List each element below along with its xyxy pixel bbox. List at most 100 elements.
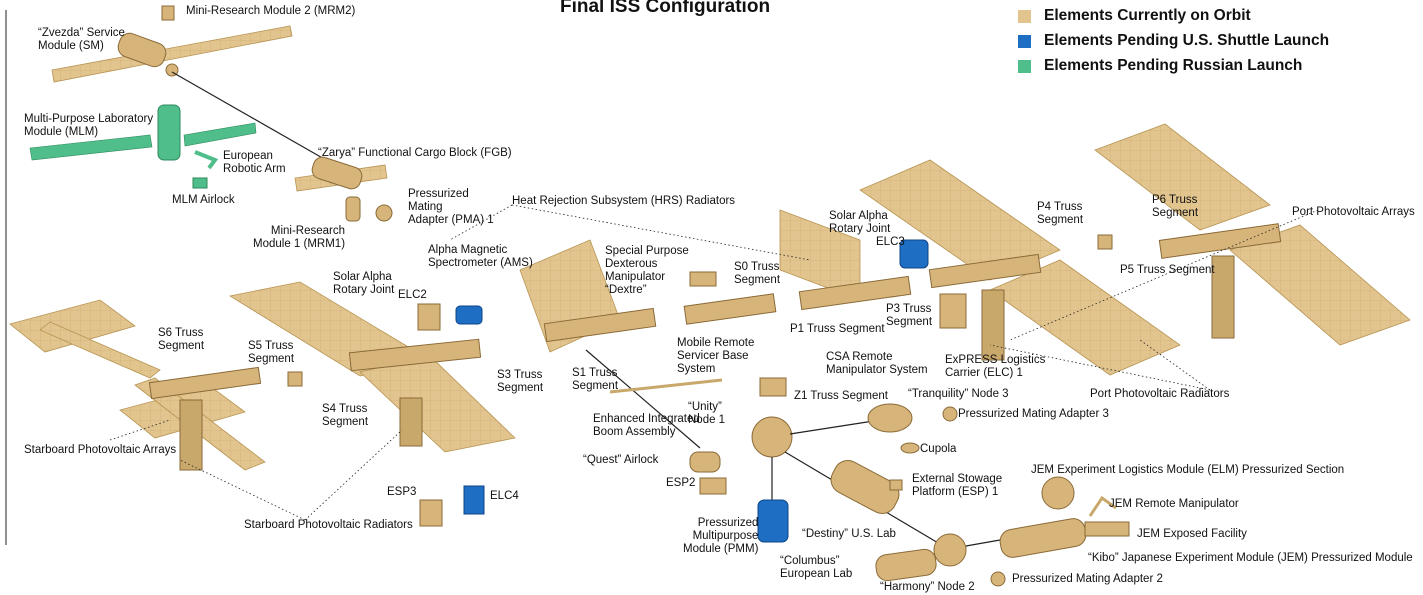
- diagram-title: Final ISS Configuration: [560, 0, 771, 17]
- russian-axis-line: [171, 71, 341, 169]
- label-mbs: Mobile Remote Servicer Base System: [677, 337, 755, 375]
- esp2: [699, 477, 727, 495]
- label-s5: S5 Truss Segment: [248, 340, 295, 365]
- label-zvezda: “Zvezda” Service Module (SM): [38, 27, 125, 52]
- unity-node: [751, 416, 793, 458]
- pma3: [942, 406, 958, 422]
- label-p6: P6 Truss Segment: [1152, 194, 1199, 219]
- label-mlm-airlock: MLM Airlock: [172, 194, 235, 206]
- s5-truss: [287, 371, 303, 387]
- label-csa-rms: CSA Remote Manipulator System: [826, 351, 928, 376]
- label-harmony: “Harmony” Node 2: [880, 581, 975, 593]
- leader-port-radiators-2: [989, 344, 1211, 391]
- label-era: European Robotic Arm: [223, 150, 286, 175]
- label-mrm2: Mini-Research Module 2 (MRM2): [186, 5, 356, 17]
- label-p3: P3 Truss Segment: [886, 303, 933, 328]
- label-dextre: Special Purpose Dexterous Manipulator “D…: [605, 245, 689, 296]
- harmony-node: [933, 533, 967, 567]
- label-p1: P1 Truss Segment: [790, 323, 885, 335]
- unity-to-tranquility-line: [789, 419, 881, 435]
- s6-array-d: [39, 321, 161, 379]
- label-jem-elm: JEM Experiment Logistics Module (ELM) Pr…: [1031, 464, 1345, 476]
- pmm: [757, 499, 789, 543]
- s6-radiator: [179, 399, 203, 471]
- label-s4: S4 Truss Segment: [322, 403, 369, 428]
- label-unity: “Unity” Node 1: [688, 401, 726, 426]
- leader-stbd-radiators: [179, 459, 306, 521]
- label-jem-rm: JEM Remote Manipulator: [1109, 498, 1239, 510]
- mlm-array-left: [29, 134, 153, 161]
- european-robotic-arm: [194, 150, 219, 170]
- legend-swatch-pending-shuttle: [1018, 35, 1031, 48]
- tranquility-node: [867, 403, 913, 433]
- label-p4: P4 Truss Segment: [1037, 201, 1084, 226]
- mlm-airlock: [192, 177, 208, 189]
- label-s3: S3 Truss Segment: [497, 369, 544, 394]
- harmony-to-kibo-line: [965, 539, 1001, 547]
- label-elc1: ExPRESS Logistics Carrier (ELC) 1: [945, 354, 1046, 379]
- elc1: [939, 293, 967, 329]
- esp1: [889, 479, 903, 491]
- label-eiba: Enhanced Integrated Boom Assembly: [593, 413, 700, 438]
- label-sarj-port: Solar Alpha Rotary Joint: [829, 210, 891, 235]
- s6-array-a: [9, 299, 136, 353]
- label-pma2: Pressurized Mating Adapter 2: [1012, 573, 1163, 585]
- cupola: [900, 442, 920, 454]
- p5-truss: [1097, 234, 1113, 250]
- label-jem-ef: JEM Exposed Facility: [1137, 528, 1247, 540]
- label-mrm1: Mini-Research Module 1 (MRM1): [253, 225, 346, 250]
- label-mlm: Multi-Purpose Laboratory Module (MLM): [24, 113, 154, 138]
- leader-stbd-arrays: [109, 419, 171, 441]
- leader-lines: [109, 204, 1319, 521]
- jem-exposed-facility: [1084, 521, 1130, 537]
- label-quest: “Quest” Airlock: [583, 454, 659, 466]
- s3-s4-truss: [348, 338, 482, 372]
- label-stbd-arrays: Starboard Photovoltaic Arrays: [24, 444, 177, 456]
- label-zarya: “Zarya” Functional Cargo Block (FGB): [318, 147, 512, 159]
- elc4: [463, 485, 485, 515]
- label-s6: S6 Truss Segment: [158, 327, 205, 352]
- label-elc2: ELC2: [398, 289, 427, 301]
- legend-label-pending-shuttle: Elements Pending U.S. Shuttle Launch: [1044, 32, 1330, 49]
- zvezda-port: [165, 63, 179, 77]
- label-esp3: ESP3: [387, 486, 417, 498]
- s4-radiator: [399, 397, 423, 447]
- label-elc3: ELC3: [876, 236, 905, 248]
- z1-truss: [759, 377, 787, 397]
- label-port-radiators: Port Photovoltaic Radiators: [1090, 388, 1230, 400]
- label-s0: S0 Truss Segment: [734, 261, 781, 286]
- p1-truss: [798, 275, 912, 311]
- p6-radiator: [1211, 255, 1235, 339]
- legend-label-on-orbit: Elements Currently on Orbit: [1044, 7, 1251, 24]
- s0-truss: [683, 293, 777, 325]
- s6-truss: [148, 366, 262, 400]
- label-elc4: ELC4: [490, 490, 519, 502]
- label-tranquility: “Tranquility” Node 3: [908, 388, 1009, 400]
- p6-truss: [1158, 223, 1282, 259]
- starboard-truss-art: [9, 281, 516, 527]
- mlm-array-right: [183, 122, 257, 147]
- label-port-arrays: Port Photovoltaic Arrays: [1292, 206, 1415, 218]
- pma1-module: [375, 204, 393, 222]
- quest-airlock: [689, 451, 721, 473]
- kibo-module: [999, 518, 1087, 558]
- label-stbd-radiators: Starboard Photovoltaic Radiators: [244, 519, 413, 531]
- legend-label-pending-russian: Elements Pending Russian Launch: [1044, 57, 1303, 74]
- label-esp2: ESP2: [666, 477, 696, 489]
- mrm1-module: [345, 196, 361, 222]
- leader-hrs-p: [511, 204, 811, 261]
- label-kibo: “Kibo” Japanese Experiment Module (JEM) …: [1088, 552, 1413, 564]
- label-cupola: Cupola: [920, 443, 957, 455]
- leader-stbd-radiators-2: [304, 429, 403, 521]
- label-pma1: Pressurized Mating Adapter (PMA) 1: [408, 188, 494, 226]
- label-columbus: “Columbus” European Lab: [780, 555, 853, 580]
- eiba: [609, 378, 723, 394]
- label-s1: S1 Truss Segment: [572, 367, 619, 392]
- zarya-module: [311, 156, 363, 190]
- russian-segment-art: [29, 5, 393, 222]
- zvezda-module: [117, 32, 167, 68]
- elc3: [899, 239, 929, 269]
- label-p5: P5 Truss Segment: [1120, 264, 1215, 276]
- s1-to-unity-line: [585, 349, 701, 449]
